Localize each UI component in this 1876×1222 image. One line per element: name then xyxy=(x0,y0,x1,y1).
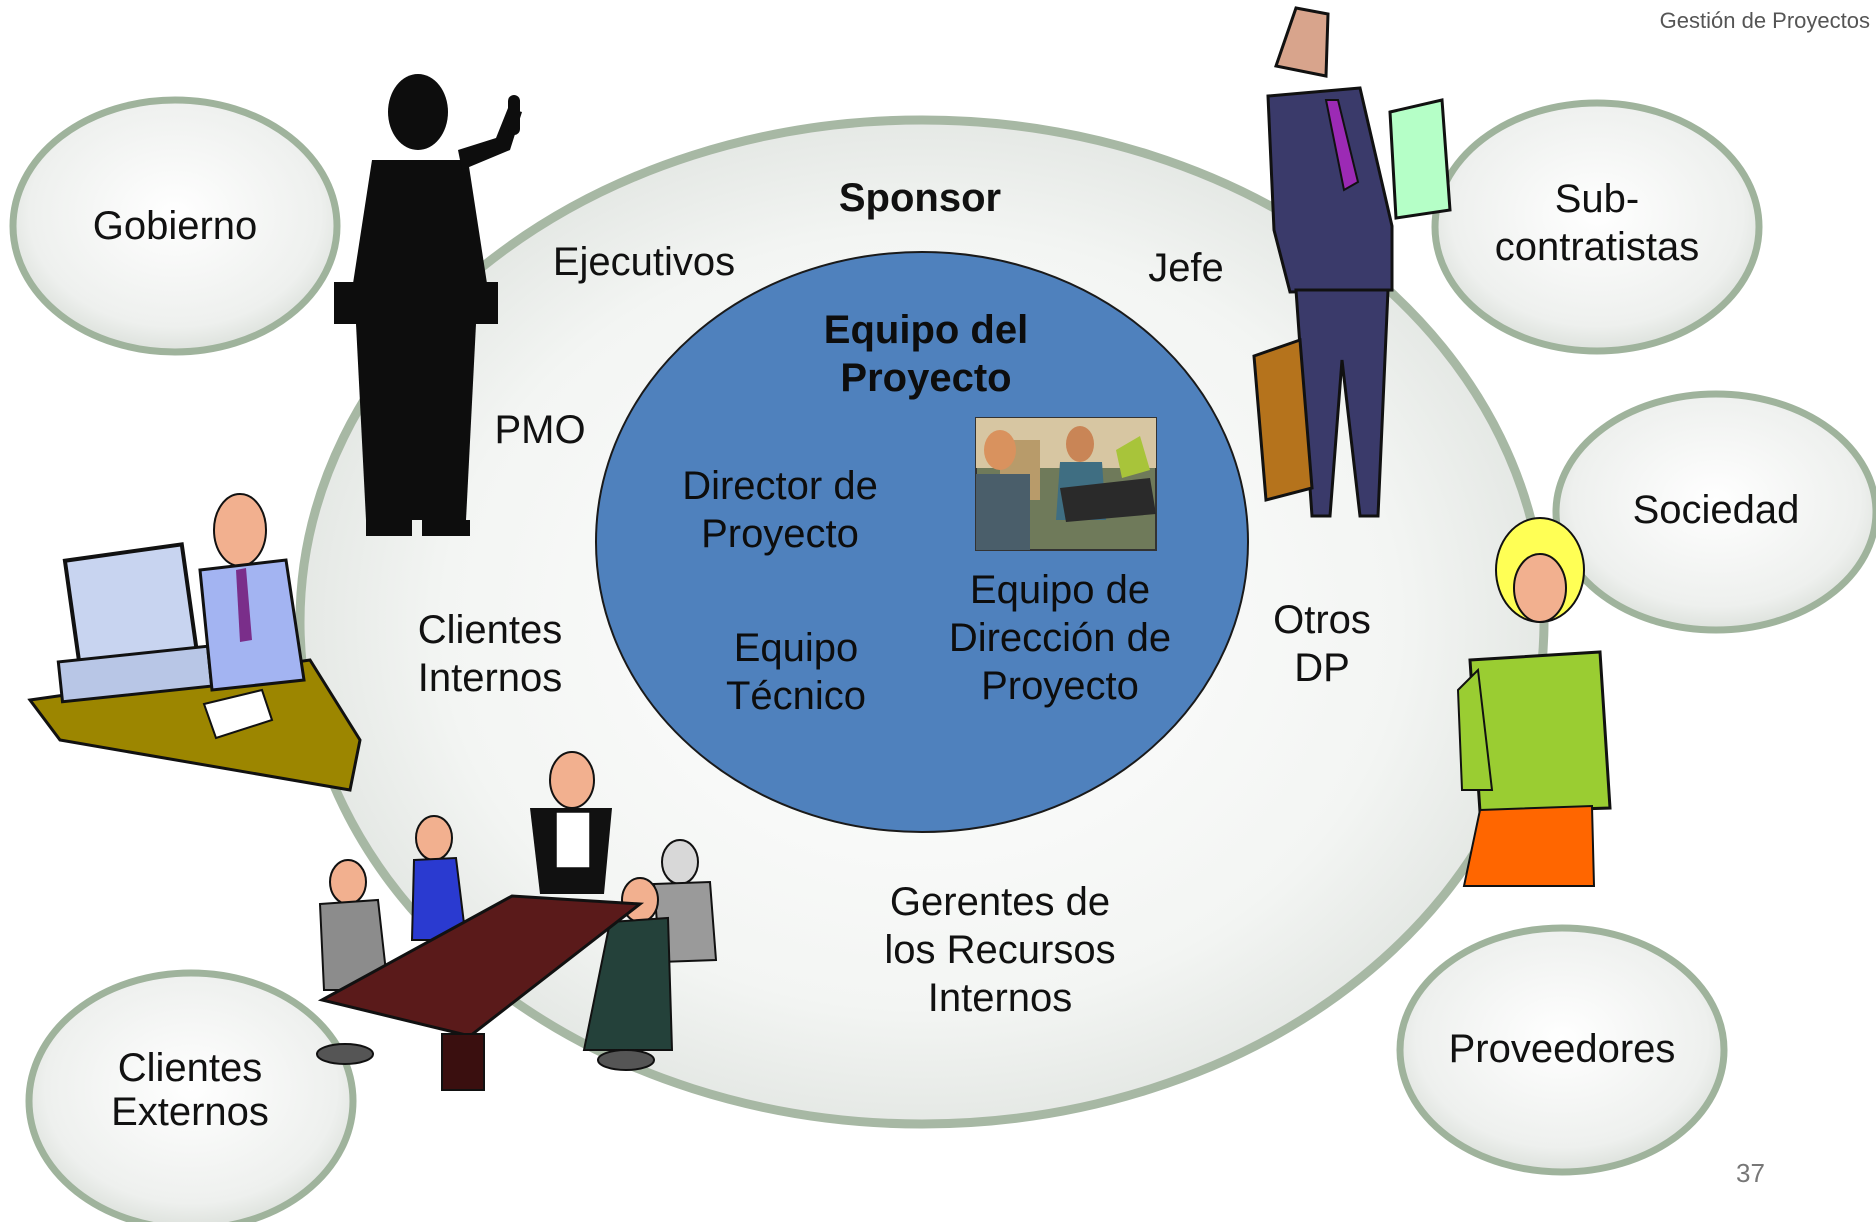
label-sociedad-text: Sociedad xyxy=(1632,488,1800,532)
label-clientes-externos-line1: Clientes xyxy=(117,1046,263,1090)
label-director-proyecto-line1: Director de xyxy=(682,464,878,508)
bubble-gobierno xyxy=(9,96,341,356)
label-subcontratistas-line1: Sub- xyxy=(1554,177,1640,221)
label-director-proyecto: Director de Proyecto xyxy=(640,462,920,558)
label-gerentes: Gerentes de los Recursos Internos xyxy=(840,878,1160,1022)
label-equipo-direccion-line1: Equipo de xyxy=(969,568,1151,612)
label-clientes-internos-line2: Internos xyxy=(417,656,563,700)
label-sponsor: Sponsor xyxy=(838,176,1002,220)
label-equipo-tecnico-line2: Técnico xyxy=(725,674,867,718)
label-subcontratistas: Sub- contratistas xyxy=(1477,175,1717,271)
label-proveedores-text: Proveedores xyxy=(1448,1027,1676,1071)
label-equipo-tecnico: Equipo Técnico xyxy=(676,624,916,720)
label-gobierno-text: Gobierno xyxy=(92,204,258,248)
woman-thinking-icon xyxy=(1456,517,1612,887)
label-proveedores: Proveedores xyxy=(1422,1025,1702,1073)
label-equipo-direccion-line2: Dirección de xyxy=(948,616,1172,660)
bubble-clientes-externos xyxy=(25,969,357,1222)
label-otros-dp-line1: Otros xyxy=(1273,598,1371,642)
label-pmo: PMO xyxy=(494,408,586,452)
project-team-circle xyxy=(595,251,1249,833)
label-otros-dp: Otros DP xyxy=(1242,596,1402,692)
page-number: 37 xyxy=(1736,1158,1765,1188)
bubble-sociedad xyxy=(1552,390,1876,634)
label-clientes-internos-line1: Clientes xyxy=(417,608,563,652)
label-ejecutivos: Ejecutivos xyxy=(552,240,736,284)
bubble-proveedores xyxy=(1396,924,1728,1176)
brand-label: Gestión de Proyectos xyxy=(1659,8,1870,33)
label-otros-dp-line2: DP xyxy=(1294,646,1350,690)
man-at-computer-icon xyxy=(27,493,362,792)
label-equipo-proyecto-line1: Equipo del xyxy=(823,308,1029,352)
meeting-table-icon xyxy=(316,751,718,1091)
office-meeting-photo-icon xyxy=(975,417,1157,551)
label-director-proyecto-line2: Proyecto xyxy=(701,512,859,556)
label-jefe: Jefe xyxy=(1148,246,1224,290)
label-equipo-direccion: Equipo de Dirección de Proyecto xyxy=(920,566,1200,710)
label-clientes-internos: Clientes Internos xyxy=(370,606,610,702)
bubble-subcontratistas xyxy=(1431,99,1763,355)
speaker-at-podium-icon xyxy=(334,74,522,536)
businessman-with-briefcase-icon xyxy=(1252,6,1452,518)
label-equipo-direccion-line3: Proyecto xyxy=(981,664,1139,708)
label-gobierno: Gobierno xyxy=(55,202,295,250)
label-sociedad: Sociedad xyxy=(1596,486,1836,534)
label-subcontratistas-line2: contratistas xyxy=(1494,225,1700,269)
label-equipo-proyecto: Equipo del Proyecto xyxy=(806,306,1046,402)
label-equipo-proyecto-line2: Proyecto xyxy=(840,356,1012,400)
label-gerentes-line3: Internos xyxy=(927,976,1073,1020)
label-clientes-externos-line2: Externos xyxy=(111,1090,269,1134)
label-equipo-tecnico-line1: Equipo xyxy=(733,626,859,670)
label-clientes-externos: Clientes Externos xyxy=(70,1046,310,1134)
label-gerentes-line1: Gerentes de xyxy=(889,880,1111,924)
label-gerentes-line2: los Recursos xyxy=(884,928,1116,972)
